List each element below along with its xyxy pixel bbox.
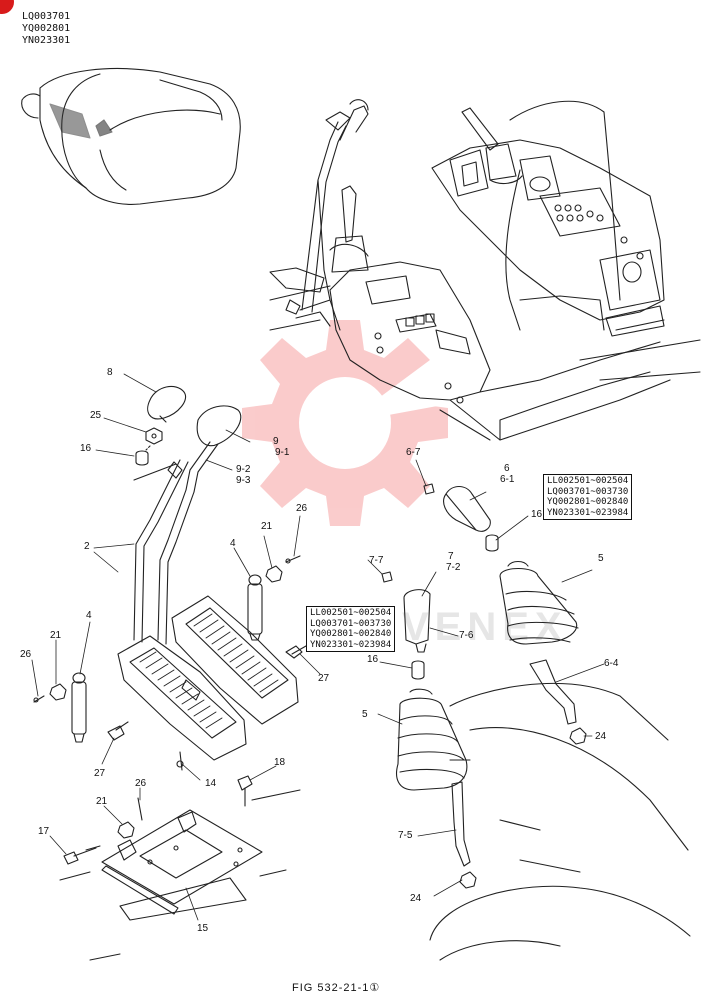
callout-15: 15 — [197, 923, 209, 934]
callout-16: 16 — [531, 509, 543, 520]
callout-16: 16 — [367, 654, 379, 665]
callout-4: 4 — [230, 538, 236, 549]
leader-lines — [32, 374, 604, 920]
callout-9-2: 9-2 9-3 — [236, 464, 250, 486]
serial-range: LQ003701~003730 — [310, 618, 392, 629]
callout-8: 8 — [107, 367, 113, 378]
callout-7-line: 7 — [448, 551, 454, 562]
bracket-plate-illustration — [60, 776, 300, 960]
callout-6-4: 6-4 — [604, 658, 619, 669]
callout-9-line: 9 — [273, 436, 279, 447]
callout-27: 27 — [94, 768, 106, 779]
callout-21: 21 — [50, 630, 62, 641]
callout-16: 16 — [80, 443, 92, 454]
callout-18: 18 — [274, 757, 286, 768]
callout-9-2-line: 9-3 — [236, 475, 251, 486]
travel-lever-pedal-illustration — [34, 386, 306, 770]
callout-17: 17 — [38, 826, 50, 837]
callout-7-6: 7-6 — [459, 630, 474, 641]
callout-7-7: 7-7 — [369, 555, 384, 566]
serial-range: LL002501~002504 — [310, 608, 392, 618]
callout-4: 4 — [86, 610, 92, 621]
serial-range-box: LL002501~002504 LQ003701~003730 YQ002801… — [543, 474, 633, 520]
callout-6: 6 6-1 — [500, 463, 514, 485]
callout-7-5: 7-5 — [398, 830, 413, 841]
callout-9-2-line: 9-2 — [236, 464, 251, 475]
callout-6-line: 6-1 — [500, 474, 515, 485]
serial-range: LQ003701~003730 — [547, 486, 629, 497]
callout-24: 24 — [595, 731, 607, 742]
callout-21: 21 — [96, 796, 108, 807]
callout-6-7: 6-7 — [406, 447, 421, 458]
callout-24: 24 — [410, 893, 422, 904]
callout-7-line: 7-2 — [446, 562, 461, 573]
callout-6-line: 6 — [504, 463, 510, 474]
serial-range: YN023301~023984 — [547, 507, 629, 518]
callout-5: 5 — [362, 709, 368, 720]
operator-seat-illustration — [22, 69, 241, 205]
callout-26: 26 — [296, 503, 308, 514]
serial-range: LL002501~002504 — [547, 476, 629, 486]
work-lever-illustration — [382, 484, 690, 960]
serial-range: YQ002801~002840 — [310, 629, 392, 639]
serial-number-list: LQ003701 YQ002801 YN023301 — [22, 11, 70, 47]
callout-9-line: 9-1 — [275, 447, 290, 458]
serial-range: YQ002801~002840 — [547, 497, 629, 507]
callout-14: 14 — [205, 778, 217, 789]
callout-26: 26 — [20, 649, 32, 660]
callout-7: 7 7-2 — [446, 551, 460, 573]
console-assembly-illustration — [270, 100, 700, 440]
callout-27: 27 — [318, 673, 330, 684]
callout-21: 21 — [261, 521, 273, 532]
callout-2: 2 — [84, 541, 90, 552]
figure-caption: FIG 532-21-1① — [292, 982, 381, 994]
serial-number: YQ002801 — [22, 23, 71, 34]
serial-range: YN023301~023984 — [310, 639, 392, 650]
watermark-gear-logo — [242, 320, 470, 526]
callout-9: 9 9-1 — [263, 436, 289, 458]
serial-number: YN023301 — [22, 35, 71, 46]
callout-25: 25 — [90, 410, 102, 421]
serial-range-box: LL002501~002504 LQ003701~003730 YQ002801… — [306, 606, 396, 652]
serial-number: LQ003701 — [22, 11, 71, 22]
callout-5: 5 — [598, 553, 604, 564]
callout-26: 26 — [135, 778, 147, 789]
